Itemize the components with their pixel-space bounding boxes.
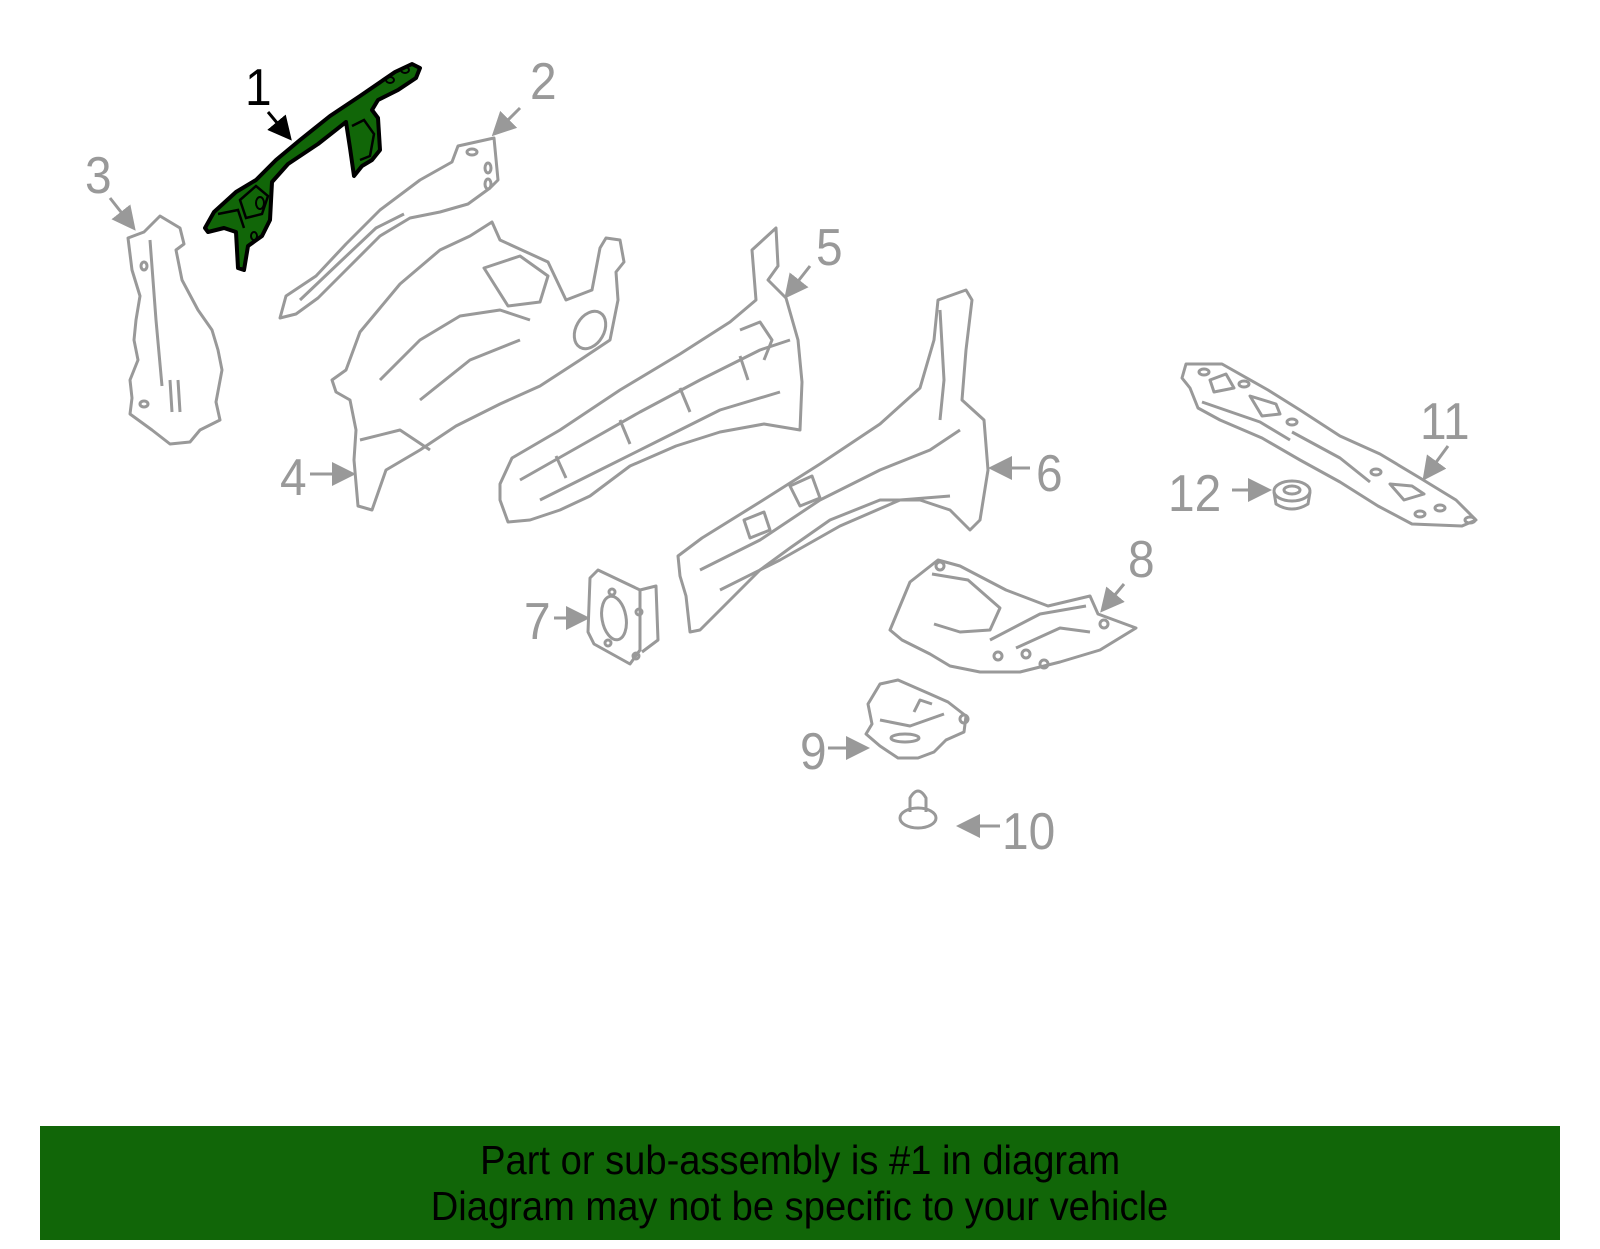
callout-7[interactable]: 7 xyxy=(524,593,551,651)
banner-line-2: Diagram may not be specific to your vehi… xyxy=(431,1183,1169,1229)
callout-11[interactable]: 11 xyxy=(1420,393,1470,451)
part-11[interactable] xyxy=(1180,362,1478,528)
part-2[interactable] xyxy=(278,136,500,320)
leader-arrows xyxy=(108,106,1450,838)
part-8[interactable] xyxy=(888,558,1138,674)
part-10[interactable] xyxy=(898,789,938,830)
part-6[interactable] xyxy=(676,288,990,634)
callout-1[interactable]: 1 xyxy=(245,59,272,117)
part-12[interactable] xyxy=(1272,479,1312,511)
callout-6[interactable]: 6 xyxy=(1036,445,1063,503)
part-4[interactable] xyxy=(330,220,626,512)
callout-12[interactable]: 12 xyxy=(1168,465,1222,523)
diagram-drawing xyxy=(108,62,1478,838)
part-7[interactable] xyxy=(586,568,660,666)
info-banner: Part or sub-assembly is #1 in diagram Di… xyxy=(40,1126,1560,1240)
callout-4[interactable]: 4 xyxy=(280,449,307,507)
callout-3[interactable]: 3 xyxy=(85,147,112,205)
part-1-highlighted[interactable] xyxy=(203,62,422,272)
part-9[interactable] xyxy=(864,678,970,760)
callout-10[interactable]: 10 xyxy=(1002,803,1056,861)
callout-9[interactable]: 9 xyxy=(800,723,827,781)
callout-2[interactable]: 2 xyxy=(530,53,557,111)
callout-5[interactable]: 5 xyxy=(816,219,843,277)
part-5[interactable] xyxy=(498,226,804,524)
part-3[interactable] xyxy=(126,214,224,446)
callout-8[interactable]: 8 xyxy=(1128,531,1155,589)
parts-diagram: 1 2 3 4 5 6 7 8 9 10 11 12 xyxy=(85,53,1478,861)
banner-line-1: Part or sub-assembly is #1 in diagram xyxy=(479,1137,1120,1183)
